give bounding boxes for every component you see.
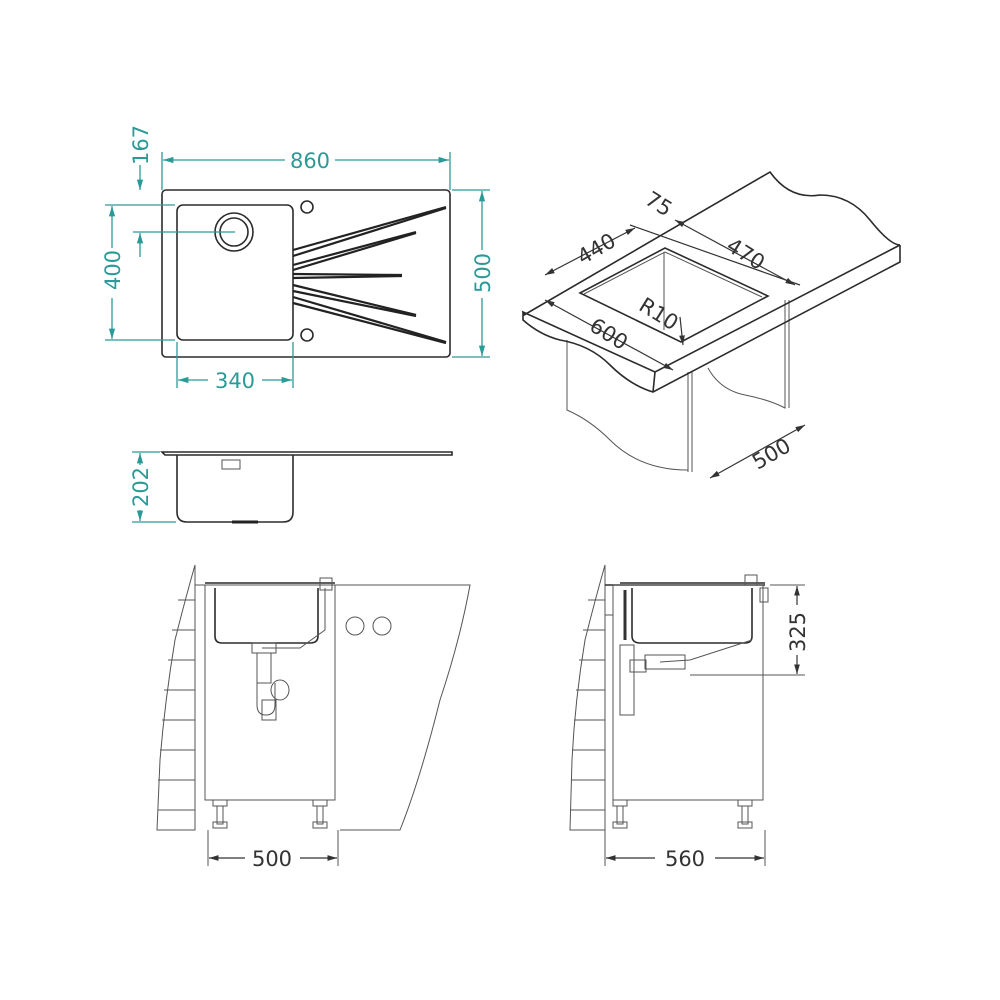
tap-hole-icon (300, 328, 314, 342)
brick-wall (571, 599, 605, 811)
drainer-grooves (292, 205, 447, 345)
bowl-section (631, 588, 753, 644)
bowl-section (176, 455, 294, 523)
dim-side-height: 325 (786, 612, 810, 652)
dim-corner-radius: R10 (635, 293, 683, 335)
cabinet-legs (612, 799, 753, 829)
dim-bowl-width: 340 (215, 369, 255, 393)
overflow-icon (221, 459, 241, 470)
brick-wall (158, 599, 195, 811)
side-install-view: 325 560 (569, 564, 810, 871)
dim-front-cabinet-width: 500 (252, 847, 292, 871)
dim-bowl-height: 202 (129, 467, 153, 507)
worktop (521, 170, 901, 373)
dim-bowl-depth: 400 (101, 250, 125, 290)
dim-cabinet-width-iso: 500 (748, 434, 795, 475)
top-view: 860 500 400 167 340 (101, 125, 495, 393)
dim-overall-width: 860 (290, 149, 330, 173)
siphon-icon (251, 642, 290, 721)
cabinet (612, 584, 764, 801)
dim-cutout-width: 470 (722, 233, 769, 275)
dim-worktop-depth: 600 (585, 313, 632, 355)
side-view: 202 (129, 451, 453, 524)
dim-drain-offset: 167 (129, 125, 153, 165)
front-install-view: 500 (156, 564, 471, 871)
cabinet (204, 584, 336, 801)
bowl-outline (176, 204, 294, 341)
bowl-section (214, 588, 319, 644)
iso-view: 75 440 470 R10 600 500 (521, 170, 901, 479)
dim-back-margin: 75 (641, 187, 676, 222)
tap-hole-icon (300, 200, 314, 214)
siphon-icon (619, 644, 686, 716)
dim-side-cabinet-depth: 560 (665, 847, 705, 871)
cabinet-legs (212, 799, 328, 829)
sink-outline (161, 189, 451, 358)
dim-overall-depth: 500 (471, 253, 495, 293)
